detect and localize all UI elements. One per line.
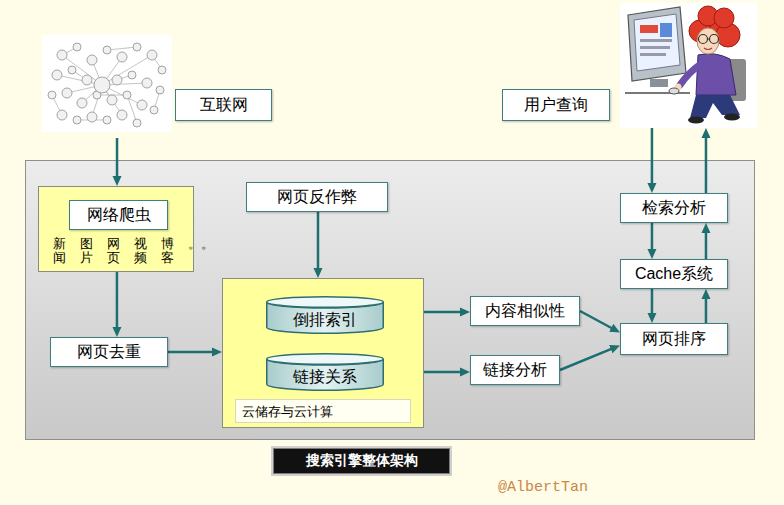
- box-label: 检索分析: [642, 198, 706, 217]
- flow-arrow: [116, 138, 119, 180]
- box-label: 倒排索引: [293, 310, 357, 329]
- watermark: @AlbertTan: [498, 479, 588, 496]
- caption-text: 搜索引擎整体架构: [306, 452, 418, 470]
- box-label: 网页反作弊: [277, 187, 357, 206]
- cylinder-top: [267, 354, 384, 365]
- process-box: 检索分析: [620, 193, 728, 223]
- flow-arrow: [705, 229, 708, 259]
- box-label: 网络爬虫: [87, 205, 151, 224]
- internet-graph: [42, 35, 172, 132]
- box-label: 网页排序: [642, 329, 706, 348]
- node-label: 互联网: [175, 89, 272, 121]
- group-box: 新闻图片网页视频博客。。网络爬虫: [38, 186, 194, 272]
- flow-arrow: [651, 128, 654, 187]
- box-label: 链接关系: [293, 367, 357, 386]
- process-box: 网页排序: [620, 323, 728, 355]
- vertical-label: 网页: [107, 237, 120, 266]
- box-label: 网页去重: [77, 342, 141, 361]
- cylinder-top: [267, 297, 384, 308]
- group-title: 云储存与云计算: [235, 399, 411, 423]
- vertical-label: 新闻: [53, 237, 66, 266]
- user-illustration: [620, 3, 757, 128]
- process-box: 网页反作弊: [246, 182, 388, 212]
- box-label: 内容相似性: [485, 301, 565, 320]
- vertical-label: 视频: [134, 237, 147, 266]
- node-label: 用户查询: [502, 89, 610, 121]
- vertical-label: 。。: [188, 237, 201, 251]
- label-box: 用户查询: [502, 5, 757, 128]
- vertical-label: 图片: [80, 237, 93, 266]
- flow-arrow: [168, 351, 216, 354]
- flow-arrow: [317, 212, 320, 272]
- flow-arrow: [116, 272, 119, 331]
- process-box: Cache系统: [620, 259, 728, 289]
- process-box: 网络爬虫: [69, 200, 168, 230]
- title-box: 搜索引擎整体架构: [273, 448, 450, 474]
- process-box: 链接分析: [470, 355, 560, 385]
- flow-arrow: [705, 295, 708, 323]
- vertical-label: 博客: [161, 237, 174, 266]
- flow-arrow: [580, 311, 615, 330]
- flow-arrow: [651, 223, 654, 253]
- flow-arrow: [651, 289, 654, 317]
- database-cylinder: 链接关系: [266, 353, 384, 391]
- label-box: 互联网: [40, 35, 272, 138]
- flow-arrow: [560, 348, 614, 370]
- process-box: 网页去重: [50, 337, 168, 367]
- box-label: Cache系统: [635, 264, 713, 283]
- label-holder: @AlbertTan: [498, 479, 588, 496]
- group-box: 云储存与云计算 倒排索引链接关系: [222, 278, 424, 428]
- box-label: 链接分析: [483, 360, 547, 379]
- process-box: 内容相似性: [470, 296, 580, 326]
- database-cylinder: 倒排索引: [266, 296, 384, 334]
- flow-arrow: [705, 134, 708, 193]
